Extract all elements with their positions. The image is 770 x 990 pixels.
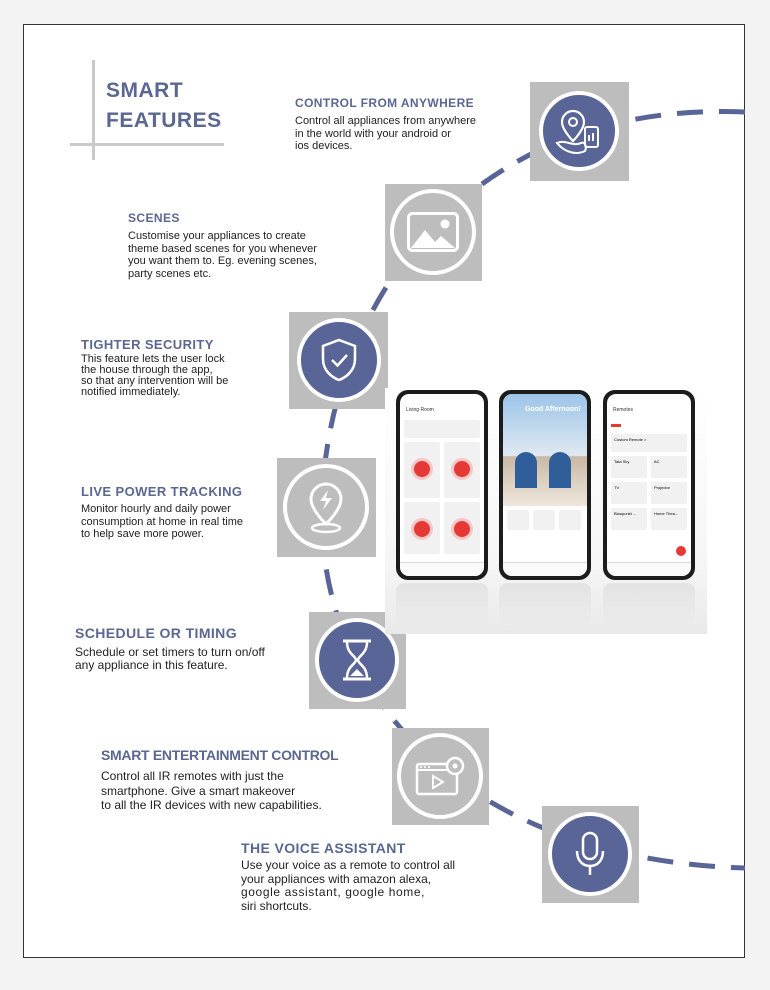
feature-title: THE VOICE ASSISTANT [241, 840, 406, 856]
remote-item: Tata Sky [611, 456, 647, 478]
feature-security: TIGHTER SECURITY This feature lets the u… [81, 337, 228, 398]
phone-reflection [603, 583, 695, 623]
remote-item: AC [651, 456, 687, 478]
feature-title: TIGHTER SECURITY [81, 337, 214, 352]
scene-tile [559, 510, 581, 530]
phone-screen: Living Room [400, 394, 484, 576]
feature-text-line: Control all appliances from anywhere [295, 115, 476, 127]
phone-reflection [396, 583, 488, 623]
bottom-nav [607, 562, 691, 576]
feature-schedule: SCHEDULE OR TIMING Schedule or set timer… [75, 625, 265, 671]
microphone-icon [548, 812, 632, 896]
phone-living-room: Living Room [396, 390, 488, 580]
phone-reflection [499, 583, 591, 623]
feature-text-line: you want them to. Eg. evening scenes, [128, 255, 317, 267]
power-toggle [451, 518, 473, 540]
video-player-icon [397, 733, 483, 819]
greeting-text: Good Afternoon! [525, 406, 581, 413]
bottom-nav [503, 562, 587, 576]
scene-tile [507, 510, 529, 530]
feature-text-line: party scenes etc. [128, 267, 212, 280]
feature-text-line: to help save more power. [81, 528, 204, 540]
status-tile [404, 420, 480, 438]
power-toggle [451, 458, 473, 480]
feature-text-line: Control all IR remotes with just the [101, 769, 284, 783]
house-photo [503, 394, 587, 506]
feature-text-line: the house through the app, [81, 364, 213, 376]
feature-title: LIVE POWER TRACKING [81, 484, 243, 499]
title-line-1: SMART [106, 79, 184, 102]
bottom-nav [400, 562, 484, 576]
add-remote-button [676, 546, 686, 556]
feature-text-line: in the world with your android or [295, 127, 451, 140]
feature-text-line: Customise your appliances to create [128, 230, 306, 242]
power-pin-icon [283, 464, 369, 550]
phone-screen: Remotes Custom Remote > Tata Sky AC TV P… [607, 394, 691, 576]
feature-title: SMART ENTERTAINMENT CONTROL [101, 747, 339, 763]
remote-item: Projector [651, 482, 687, 504]
title-line-2: FEATURES [106, 109, 222, 132]
feature-control-anywhere: CONTROL FROM ANYWHERE Control all applia… [295, 96, 476, 153]
feature-text-line: your appliances with amazon alexa, [241, 871, 432, 886]
feature-text-line: notified immediately. [81, 386, 181, 398]
feature-text-line: siri shortcuts. [241, 898, 312, 913]
power-toggle [411, 458, 433, 480]
title-horizontal-line [70, 143, 224, 146]
tab-indicator [611, 424, 621, 427]
feature-title: SCHEDULE OR TIMING [75, 625, 237, 641]
title-vertical-line [92, 60, 95, 160]
remote-item: Custom Remote > [611, 434, 687, 452]
feature-voice-assistant: THE VOICE ASSISTANT Use your voice as a … [241, 840, 455, 913]
feature-text-line: to all the IR devices with new capabilit… [101, 798, 322, 812]
remote-item: Home Thea... [651, 508, 687, 530]
power-toggle [411, 518, 433, 540]
feature-text-line: Monitor hourly and daily power [81, 503, 231, 515]
shield-check-icon [297, 318, 381, 402]
scene-tile [533, 510, 555, 530]
feature-text-line: This feature lets the user lock [81, 353, 225, 365]
remote-item: Blaupunkt ... [611, 508, 647, 530]
feature-text-line: theme based scenes for you whenever [128, 242, 317, 255]
page-title: SMART FEATURES [106, 76, 222, 136]
feature-text-line: Schedule or set timers to turn on/off [75, 645, 265, 659]
feature-entertainment: SMART ENTERTAINMENT CONTROL Control all … [101, 747, 339, 813]
phones-mockup: Living Room Good Afternoon! [385, 388, 707, 634]
feature-text-line: Use your voice as a remote to control al… [241, 858, 456, 872]
feature-text-line: google assistant, google home, [241, 885, 426, 899]
feature-scenes: SCENES Customise your appliances to crea… [128, 211, 317, 280]
map-pin-phone-icon [539, 91, 619, 171]
feature-power-tracking: LIVE POWER TRACKING Monitor hourly and d… [81, 484, 243, 541]
feature-text-line: consumption at home in real time [81, 515, 244, 528]
phone-remotes: Remotes Custom Remote > Tata Sky AC TV P… [603, 390, 695, 580]
feature-text-line: ios devices. [295, 140, 353, 152]
feature-text-line: so that any intervention will be [81, 375, 229, 387]
feature-text-line: smartphone. Give a smart makeover [101, 783, 296, 798]
phone-screen: Good Afternoon! [503, 394, 587, 576]
feature-text-line: any appliance in this feature. [75, 657, 228, 672]
feature-title: CONTROL FROM ANYWHERE [295, 96, 475, 110]
phone-header: Living Room [406, 407, 434, 413]
remote-item: TV [611, 482, 647, 504]
image-landscape-icon [390, 189, 476, 275]
phone-header: Remotes [613, 407, 634, 413]
phone-home: Good Afternoon! [499, 390, 591, 580]
feature-title: SCENES [128, 211, 180, 225]
